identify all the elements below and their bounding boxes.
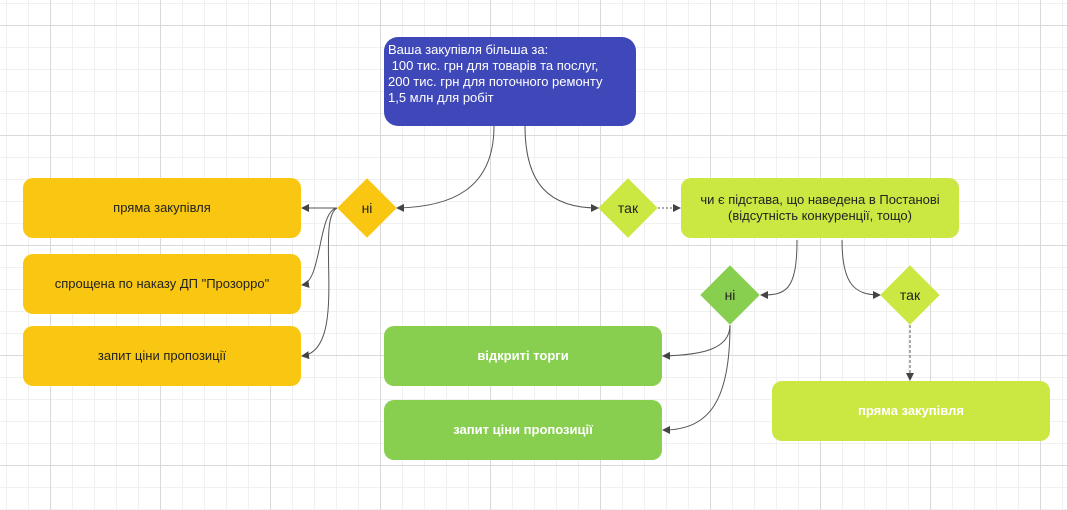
- edge-root-to-yes: [524, 125, 599, 212]
- edge-root-to-no: [396, 125, 495, 212]
- decision-yes-right: так: [880, 265, 940, 325]
- decision-no-left: ні: [337, 178, 397, 238]
- edge-question-to-yes-right: [841, 239, 881, 299]
- edge-no-to-price-request: [301, 207, 338, 360]
- decision-label: ні: [361, 200, 373, 216]
- root-question-node: Ваша закупівля більша за: 100 тис. грн д…: [384, 37, 636, 126]
- edge-no-to-simplified: [301, 207, 338, 288]
- decision-label: так: [899, 287, 921, 303]
- option-open-tenders: відкриті торги: [384, 326, 662, 386]
- option-direct-purchase-left: пряма закупівля: [23, 178, 301, 238]
- option-direct-purchase-right: пряма закупівля: [772, 381, 1050, 441]
- option-price-request-right: запит ціни пропозиції: [384, 400, 662, 460]
- edge-no-right-to-open-tenders: [662, 324, 731, 360]
- question-node: чи є підстава, що наведена в Постанові (…: [681, 178, 959, 238]
- decision-label: ні: [724, 287, 736, 303]
- decision-no-right: ні: [700, 265, 760, 325]
- decision-yes: так: [598, 178, 658, 238]
- edge-no-right-to-price-request: [662, 324, 731, 434]
- option-simplified-prozorro: спрощена по наказу ДП "Прозорро": [23, 254, 301, 314]
- decision-label: так: [617, 200, 639, 216]
- edge-question-to-no-right: [760, 239, 798, 299]
- option-price-request-left: запит ціни пропозиції: [23, 326, 301, 386]
